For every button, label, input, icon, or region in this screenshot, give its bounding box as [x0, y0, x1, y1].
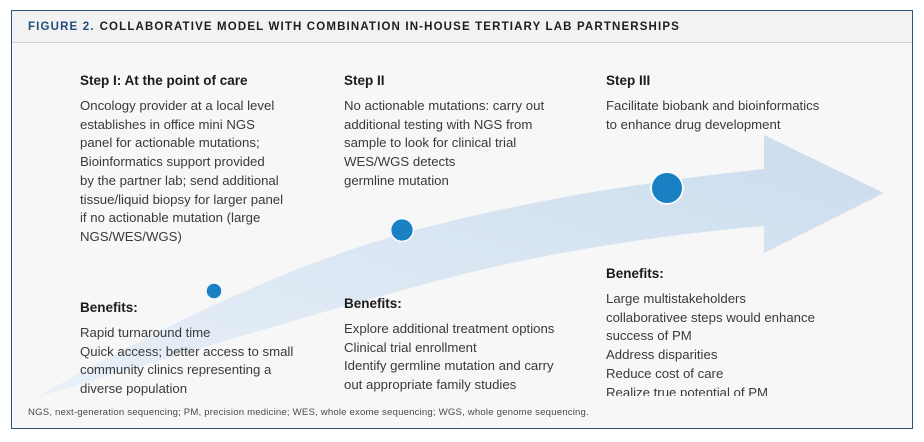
- benefits-2-block: Benefits: Explore additional treatment o…: [344, 296, 609, 395]
- figure-panel: FIGURE 2. COLLABORATIVE MODEL WITH COMBI…: [11, 10, 913, 429]
- benefits-3-body: Large multistakeholders collaborativee s…: [606, 290, 815, 400]
- figure-footnote: NGS, next-generation sequencing; PM, pre…: [12, 396, 912, 428]
- figure-stage: Step I: At the point of care Oncology pr…: [12, 43, 912, 428]
- benefits-3-block: Benefits: Large multistakeholders collab…: [606, 266, 871, 402]
- benefits-2-heading: Benefits:: [344, 296, 402, 311]
- benefits-2-body: Explore additional treatment options Cli…: [344, 320, 555, 393]
- benefits-1-heading: Benefits:: [80, 300, 138, 315]
- step-2-body: No actionable mutations: carry out addit…: [344, 97, 545, 188]
- benefits-1-body: Rapid turnaround time Quick access; bett…: [80, 324, 294, 397]
- benefits-1-block: Benefits: Rapid turnaround time Quick ac…: [80, 300, 332, 399]
- step-3-marker-dot: [650, 171, 684, 205]
- step-1-heading: Step I: At the point of care: [80, 73, 248, 88]
- step-3-block: Step III Facilitate biobank and bioinfor…: [606, 73, 871, 134]
- figure-number-label: FIGURE 2.: [28, 20, 95, 33]
- figure-header: FIGURE 2. COLLABORATIVE MODEL WITH COMBI…: [12, 11, 912, 43]
- step-1-body: Oncology provider at a local level estab…: [80, 97, 284, 245]
- footnote-text: NGS, next-generation sequencing; PM, pre…: [28, 406, 589, 418]
- benefits-3-heading: Benefits:: [606, 266, 664, 281]
- step-3-heading: Step III: [606, 73, 651, 88]
- step-2-marker-dot: [389, 217, 415, 243]
- milestone-markers: [205, 171, 684, 300]
- step-1-block: Step I: At the point of care Oncology pr…: [80, 73, 338, 247]
- figure-title: COLLABORATIVE MODEL WITH COMBINATION IN-…: [99, 20, 680, 33]
- step-2-block: Step II No actionable mutations: carry o…: [344, 73, 602, 191]
- step-3-body: Facilitate biobank and bioinformatics to…: [606, 97, 820, 132]
- step-2-heading: Step II: [344, 73, 385, 88]
- step-1-marker-dot: [205, 282, 223, 300]
